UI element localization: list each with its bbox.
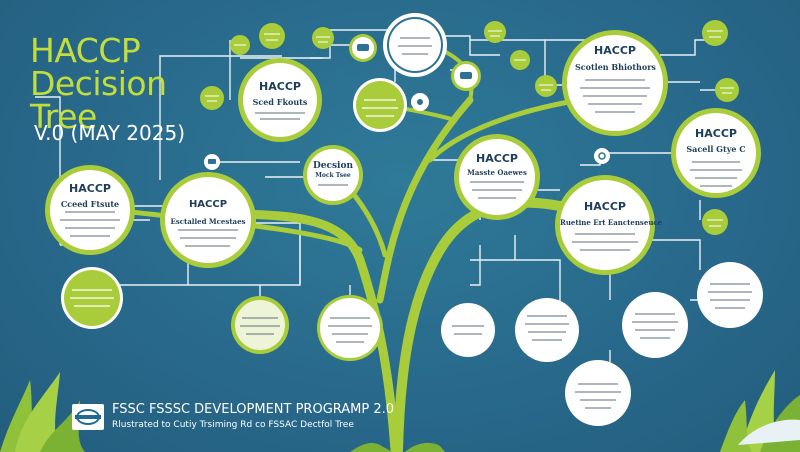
fssc-logo-icon <box>72 404 104 430</box>
footer-title: FSSC FSSSC DEVELOPMENT PROGRAMP 2.0 <box>112 402 395 417</box>
node-green-center[interactable] <box>231 296 289 354</box>
node-center-left-subtitle: Esctalled Mcestaes <box>170 217 246 226</box>
node-top-right[interactable] <box>562 30 668 136</box>
title-line-3: Tree <box>30 97 97 136</box>
node-small-dot-a[interactable] <box>204 154 220 170</box>
node-white-c[interactable] <box>515 298 579 362</box>
node-top-small-f[interactable] <box>200 86 224 110</box>
node-top-center[interactable] <box>383 13 447 77</box>
node-lower-right[interactable] <box>555 175 655 275</box>
node-top-right-subtitle: Scotlen Bhiothors <box>575 62 656 72</box>
footer-subtitle: Rlustrated to Cutiy Trsiming Rd co FSSAC… <box>112 420 354 430</box>
title-line-1: HACCP <box>30 31 141 70</box>
node-white-e[interactable] <box>697 262 763 328</box>
node-top-small-i[interactable] <box>535 75 557 97</box>
node-top-left-subtitle: Sced Fkouts <box>252 97 308 107</box>
node-right-mid-title: HACCP <box>695 127 737 140</box>
node-top-small-h[interactable] <box>510 50 530 70</box>
page-title: HACCP Decision Tree <box>30 34 167 133</box>
node-left-subtitle: Cceed Ftsute <box>60 199 120 209</box>
node-left-title: HACCP <box>69 182 111 195</box>
node-center-right-subtitle: Masste Oaewes <box>467 168 527 177</box>
node-white-a[interactable] <box>317 295 383 361</box>
node-green-top[interactable] <box>353 78 407 132</box>
node-top-small-g[interactable] <box>484 21 506 43</box>
node-left[interactable] <box>45 165 135 255</box>
version-label: V.0 (MAY 2025) <box>34 121 186 145</box>
node-top-small-e[interactable] <box>230 35 250 55</box>
node-top-small-l[interactable] <box>702 209 728 235</box>
node-center-right-title: HACCP <box>476 152 518 165</box>
node-top-small-k[interactable] <box>715 78 739 102</box>
node-decision-subtitle: Mock Tsee <box>315 172 351 179</box>
node-top-right-title: HACCP <box>594 44 636 57</box>
node-top-small-c[interactable] <box>259 23 285 49</box>
node-green-left[interactable] <box>61 267 123 329</box>
node-white-d[interactable] <box>622 292 688 358</box>
node-white-f[interactable] <box>565 360 631 426</box>
node-top-small-b[interactable] <box>451 61 481 91</box>
node-white-b[interactable] <box>441 303 495 357</box>
node-decision-title: Decsion <box>312 161 354 171</box>
node-top-small-j[interactable] <box>702 20 728 46</box>
node-top-left-title: HACCP <box>259 80 301 93</box>
node-right-mid-subtitle: Sacell Gtye C <box>686 144 746 154</box>
node-decision[interactable] <box>303 145 363 205</box>
node-lower-right-title: HACCP <box>584 200 626 213</box>
node-center-left[interactable] <box>160 172 256 268</box>
title-line-2: Decision <box>30 64 167 103</box>
node-center-left-title: HACCP <box>188 199 228 210</box>
node-top-small-a[interactable] <box>349 34 377 62</box>
node-small-dot-b[interactable] <box>411 93 429 111</box>
node-small-gear[interactable] <box>594 148 610 164</box>
node-lower-right-subtitle: Ruetine Ert Eanctenseuce <box>560 218 663 227</box>
node-center-right[interactable] <box>454 134 540 220</box>
node-top-small-d[interactable] <box>312 27 334 49</box>
leaf-shape <box>738 419 800 445</box>
node-top-left[interactable] <box>238 58 322 142</box>
node-right-mid[interactable] <box>671 108 761 198</box>
